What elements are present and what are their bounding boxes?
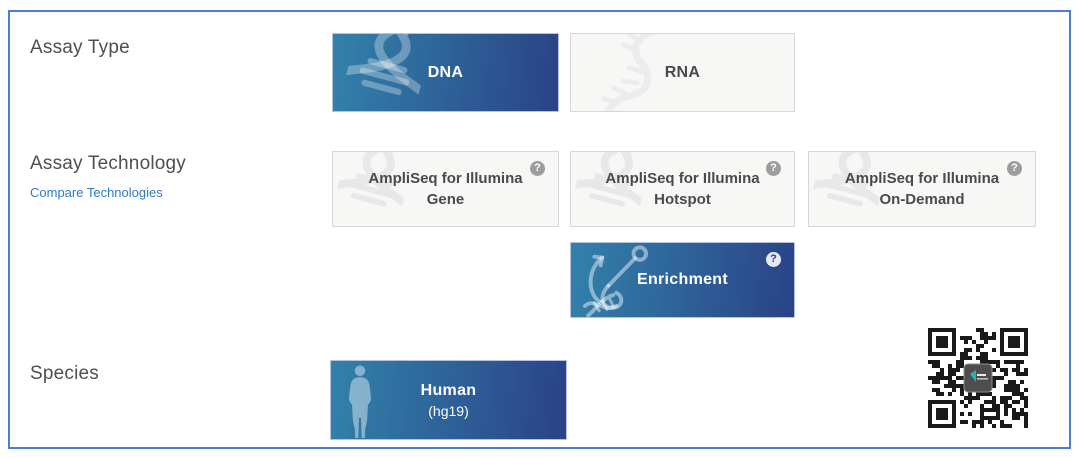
help-icon[interactable]: ? [1007,161,1022,176]
option-label-line1: AmpliSeq for Illumina [844,170,1000,187]
option-label-line2: On-Demand [879,191,965,208]
technology-option-enrichment[interactable]: ? Enrichment [570,242,795,318]
assay-type-option-rna[interactable]: RNA [570,33,795,112]
option-label: DNA [427,63,464,81]
technology-option-hotspot[interactable]: ? AmpliSeq for Illumina Hotspot [570,151,795,227]
option-label: Human [420,381,477,399]
assay-type-label: Assay Type [30,37,130,58]
species-option-human[interactable]: Human (hg19) [330,360,567,440]
option-sublabel: (hg19) [428,402,469,419]
option-label-line2: Hotspot [654,191,711,208]
assay-technology-label: Assay Technology [30,153,186,174]
assay-type-option-dna[interactable]: DNA [332,33,559,112]
option-label-line2: Gene [426,191,465,208]
option-label: Enrichment [636,271,728,288]
option-label: RNA [664,63,701,81]
help-icon[interactable]: ? [530,161,545,176]
human-silhouette-icon [343,365,377,439]
option-label-line1: AmpliSeq for Illumina [605,170,760,187]
dna-helix-icon [570,151,665,227]
help-icon[interactable]: ? [766,161,781,176]
technology-option-on-demand[interactable]: ? AmpliSeq for Illumina On-Demand [808,151,1036,227]
species-label: Species [30,363,99,384]
technology-option-gene[interactable]: ? AmpliSeq for Illumina Gene [332,151,559,227]
option-label-line1: AmpliSeq for Illumina [368,170,523,187]
help-icon[interactable]: ? [766,252,781,267]
selection-panel: Assay Type DNA RNA Assay Technology Comp… [8,10,1071,449]
qr-code [925,325,1031,431]
compare-technologies-link[interactable]: Compare Technologies [30,185,163,200]
dna-helix-icon [332,151,427,227]
